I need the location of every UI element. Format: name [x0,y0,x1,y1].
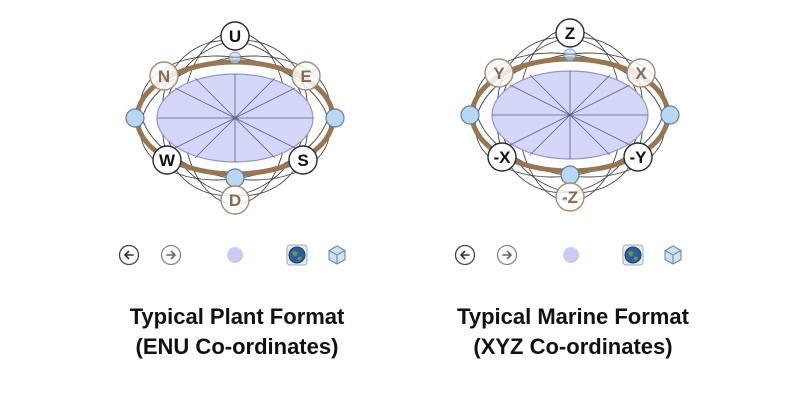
axis-handle-dot[interactable] [563,48,577,62]
panel-caption: Typical Plant Format (ENU Co-ordinates) [40,302,434,362]
axis-lines [492,71,648,159]
plant-format-panel: U N E W S D Typical Plant Format (ENU Co-ordi… [0,0,394,359]
label-upper-right-badge[interactable]: X [626,58,656,88]
label-lower-right-badge[interactable]: S [288,145,318,175]
arrow-right-icon [160,244,182,266]
label-top-badge[interactable]: U [220,21,250,51]
axis-handle-dot[interactable] [325,108,345,128]
label-top: Z [565,24,575,43]
cube-view-button[interactable] [662,244,684,266]
label-upper-right: X [635,64,647,83]
caption-line-1: Typical Plant Format [129,304,345,329]
label-lower-left-badge[interactable]: -X [487,142,517,172]
axis-handle-dot[interactable] [225,168,245,188]
forward-button[interactable] [496,244,518,266]
label-lower-right-badge[interactable]: -Y [623,142,653,172]
marine-format-panel: Z Y X -X -Y -Z Typical Marine Format (XYZ Co-… [394,0,788,400]
label-lower-left: -X [494,148,512,167]
panel-caption: Typical Marine Format (XYZ Co-ordinates) [376,302,770,362]
label-lower-left-badge[interactable]: W [152,145,182,175]
point-view-button[interactable] [560,244,582,266]
arrow-left-icon [118,244,140,266]
back-button[interactable] [118,244,140,266]
caption-line-2: (ENU Co-ordinates) [135,334,339,359]
label-upper-right-badge[interactable]: E [291,61,321,91]
label-bottom: D [229,191,241,210]
orientation-gizmo[interactable]: U N E W S D [0,0,394,230]
label-bottom-badge[interactable]: D [220,185,250,215]
globe-view-button[interactable] [286,244,308,266]
axis-handle-dot[interactable] [228,51,242,65]
label-upper-left: Y [493,64,505,83]
axis-handle-dot[interactable] [660,105,680,125]
view-toolbar [116,244,356,272]
cube-icon [664,245,682,265]
label-top: U [229,27,241,46]
axis-handle-dot[interactable] [125,108,145,128]
label-upper-left-badge[interactable]: N [149,61,179,91]
label-lower-left: W [159,151,176,170]
label-top-badge[interactable]: Z [555,18,585,48]
view-toolbar [452,244,692,272]
globe-icon [286,244,308,266]
label-bottom-badge[interactable]: -Z [555,182,585,212]
label-lower-right: S [297,151,308,170]
label-bottom: -Z [562,188,578,207]
cube-view-button[interactable] [326,244,348,266]
axis-handle-dot[interactable] [560,165,580,185]
forward-button[interactable] [160,244,182,266]
arrow-left-icon [454,244,476,266]
label-upper-right: E [300,67,311,86]
point-view-button[interactable] [224,244,246,266]
label-upper-left-badge[interactable]: Y [484,58,514,88]
axis-handle-dot[interactable] [460,105,480,125]
back-button[interactable] [454,244,476,266]
axis-lines [157,74,313,162]
label-upper-left: N [158,67,170,86]
caption-line-1: Typical Marine Format [457,304,689,329]
dot-icon [563,247,579,263]
label-lower-right: -Y [630,148,648,167]
orientation-gizmo[interactable]: Z Y X -X -Y -Z [394,0,788,230]
globe-view-button[interactable] [622,244,644,266]
arrow-right-icon [496,244,518,266]
caption-line-2: (XYZ Co-ordinates) [473,334,673,359]
cube-icon [328,245,346,265]
dot-icon [227,247,243,263]
globe-icon [622,244,644,266]
